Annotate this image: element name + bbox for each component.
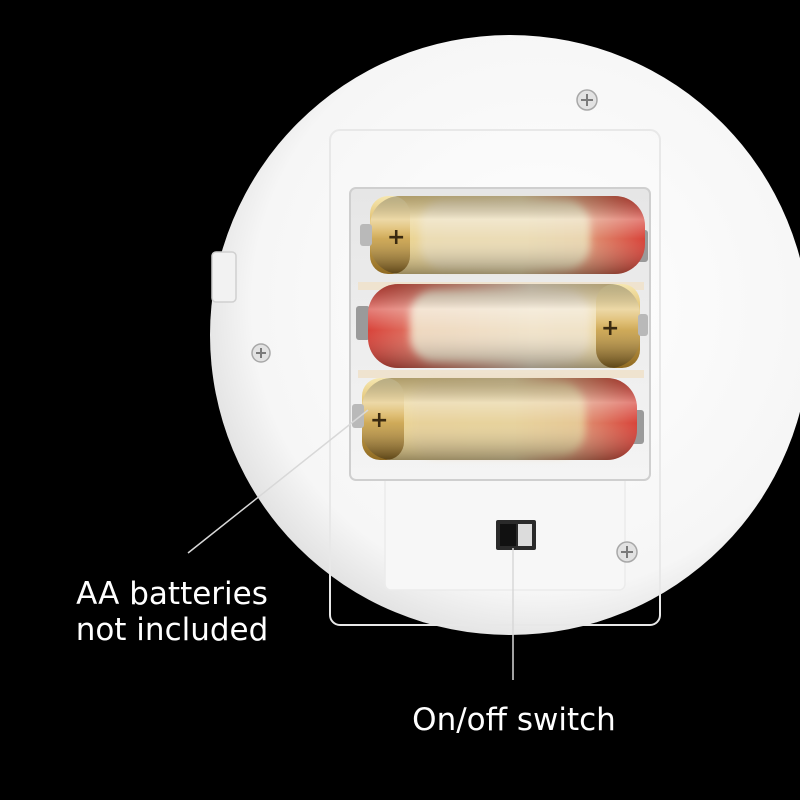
battery-shine	[362, 378, 637, 460]
switch-callout-label: On/off switch	[412, 702, 616, 738]
plus-sign-icon: +	[601, 316, 619, 341]
housing-side-tab	[211, 251, 237, 303]
battery: +	[352, 378, 644, 460]
screw-icon	[576, 89, 598, 111]
battery: +	[356, 284, 648, 368]
screw-icon	[616, 541, 638, 563]
compartment-frame	[329, 129, 661, 626]
battery-terminal	[360, 224, 372, 246]
battery: +	[360, 196, 648, 274]
battery-terminal	[352, 404, 364, 428]
spring-contact	[356, 306, 370, 340]
plus-sign-icon: +	[370, 408, 388, 433]
on-off-switch	[496, 520, 536, 550]
callout-line-batteries	[187, 409, 369, 554]
battery-divider	[358, 370, 644, 378]
batteries-callout-line2: not included	[75, 612, 269, 648]
battery-shine	[370, 196, 645, 274]
battery-terminal	[638, 314, 648, 336]
plus-sign-icon: +	[387, 225, 405, 250]
batteries-callout-line1: AA batteries	[76, 576, 268, 612]
screw-icon	[251, 343, 271, 363]
battery-shine	[368, 284, 640, 368]
batteries-callout-label: AA batteries not included	[52, 576, 292, 648]
